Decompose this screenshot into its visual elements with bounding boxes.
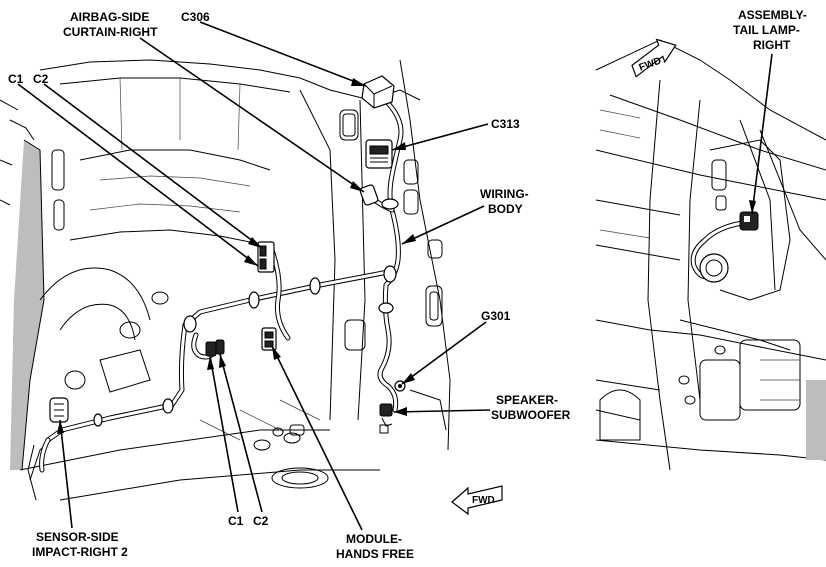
leader-lines	[17, 21, 773, 531]
callout-labels: C306 AIRBAG-SIDE CURTAIN-RIGHT C1 C2 C31…	[8, 8, 807, 561]
label-wiring-line1: WIRING-	[480, 187, 529, 201]
label-airbag-line1: AIRBAG-SIDE	[70, 10, 149, 24]
label-assembly-line3: RIGHT	[753, 38, 791, 52]
sensor-side-impact	[49, 397, 69, 423]
connector-c306	[361, 75, 395, 109]
label-g301: G301	[481, 309, 511, 323]
label-assembly-line2: TAIL LAMP-	[733, 23, 800, 37]
label-assembly-line1: ASSEMBLY-	[738, 8, 807, 22]
label-c2-top: C2	[33, 72, 49, 86]
body-structure-left	[0, 59, 451, 501]
connector-c313	[365, 139, 393, 169]
fwd-label-bottom: FWD	[472, 495, 495, 506]
label-c306: C306	[181, 10, 210, 24]
label-module-line1: MODULE-	[346, 532, 402, 546]
fwd-arrow-icon: FWD	[631, 38, 677, 78]
connector-c1-c2-lower	[205, 339, 225, 357]
label-wiring-line2: BODY	[488, 202, 523, 216]
fwd-arrow-icon: FWD	[451, 485, 503, 516]
body-structure-right	[595, 39, 826, 471]
tail-lamp-harness	[690, 219, 753, 283]
tail-lamp-connector	[739, 211, 759, 231]
module-hands-free	[261, 327, 277, 351]
label-c2-bottom: C2	[253, 514, 269, 528]
connector-c1-c2-upper	[257, 241, 275, 273]
label-c1-bottom: C1	[228, 514, 244, 528]
label-sensor-line1: SENSOR-SIDE	[36, 530, 119, 544]
label-module-line2: HANDS FREE	[336, 547, 414, 561]
label-sensor-line2: IMPACT-RIGHT 2	[32, 545, 128, 559]
label-c313: C313	[491, 117, 520, 131]
label-speaker-line1: SPEAKER-	[496, 393, 558, 407]
label-speaker-line2: SUBWOOFER	[491, 408, 571, 422]
label-airbag-line2: CURTAIN-RIGHT	[63, 25, 158, 39]
speaker-subwoofer-connector	[379, 403, 393, 427]
connector-airbag-curtain	[359, 184, 379, 206]
label-c1-top: C1	[8, 72, 24, 86]
